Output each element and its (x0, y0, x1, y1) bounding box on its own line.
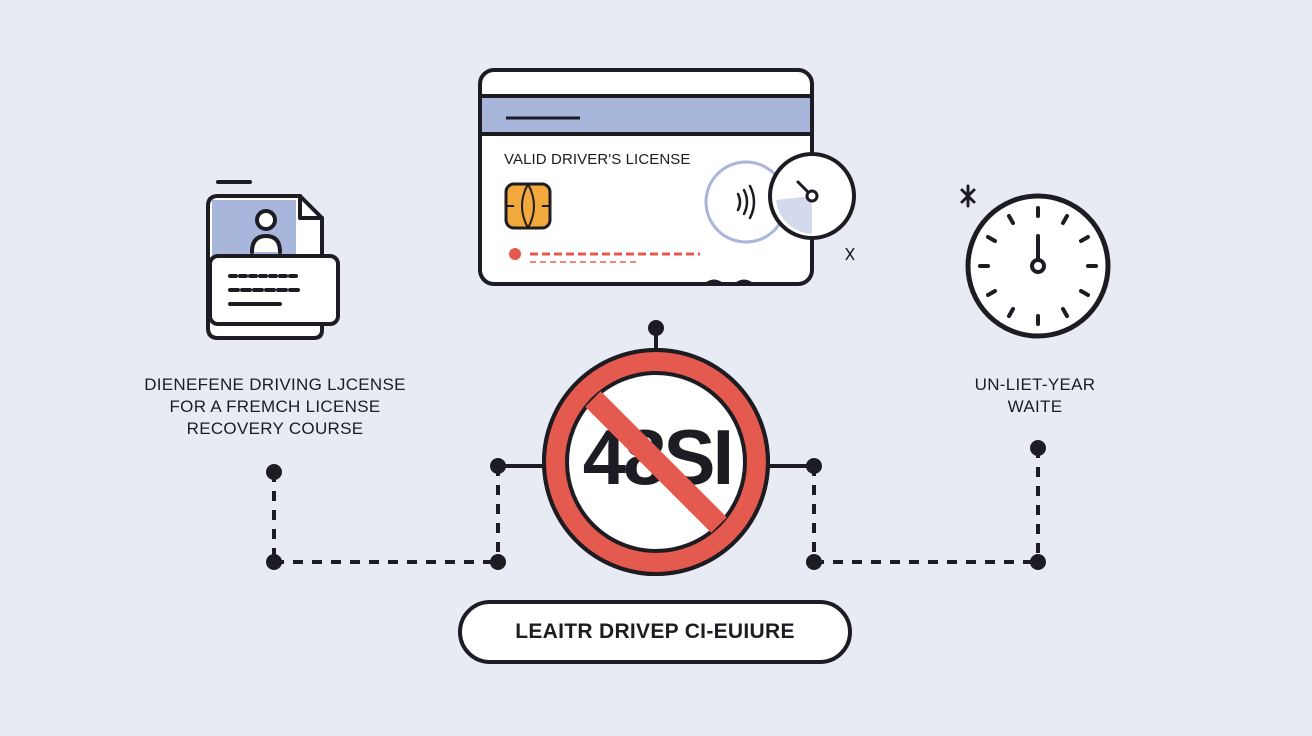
stopwatch-icon (768, 146, 856, 261)
left-caption-line: FOR A FREMCH LICENSE (169, 397, 381, 417)
node-left-inner-bottom (490, 554, 506, 570)
document-icon (206, 180, 340, 340)
license-card-icon (478, 68, 814, 286)
clock-icon (960, 184, 1111, 339)
right-caption-line: WAITE (1007, 397, 1063, 417)
node-sign-top (648, 320, 664, 336)
node-right-top (1030, 440, 1046, 456)
node-left-inner-top (490, 458, 506, 474)
status-pill-label: LEAITR DRIVEP CI-EUIURE (515, 620, 795, 643)
left-caption-line: RECOVERY COURSE (186, 419, 364, 439)
sparkle-icon (960, 184, 976, 208)
right-caption-line: UN-LIET-YEAR (974, 375, 1096, 394)
node-right-inner-bottom (806, 554, 822, 570)
status-dot (509, 248, 521, 260)
chip-icon (504, 182, 552, 230)
card-title: VALID DRIVER'S LICENSE (504, 151, 691, 168)
connector-nodes (266, 320, 1046, 570)
prohibited-sign-text: 48SI (582, 413, 734, 501)
left-caption: DIENEFENE DRIVING LJCENSE FOR A FREMCH L… (130, 374, 420, 440)
node-right-inner-top (806, 458, 822, 474)
node-right-bottom (1030, 554, 1046, 570)
right-caption: UN-LIET-YEAR WAITE (940, 374, 1130, 418)
left-caption-line: DIENEFENE DRIVING LJCENSE (144, 375, 406, 394)
node-left-top (266, 464, 282, 480)
card-header-band (482, 96, 810, 134)
status-pill: LEAITR DRIVEP CI-EUIURE (458, 600, 852, 664)
person-head-icon (255, 209, 277, 231)
node-left-bottom (266, 554, 282, 570)
